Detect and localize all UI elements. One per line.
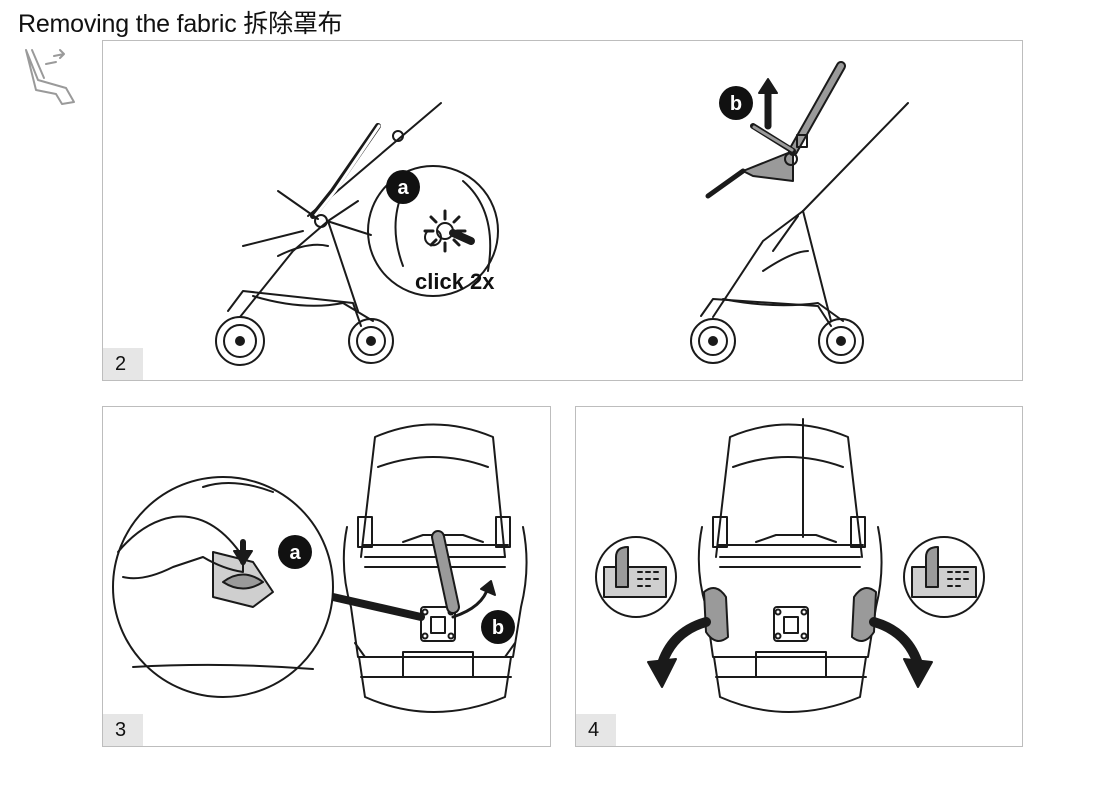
- badge-b: b: [730, 93, 742, 115]
- step-4-illustration: [595, 418, 985, 713]
- title-chinese: 拆除罩布: [243, 9, 343, 38]
- click-2x-label: click 2x: [415, 269, 495, 294]
- step-3-panel: a b 3: [102, 406, 551, 747]
- step-2-illustration: a click 2x b: [215, 61, 909, 366]
- step-number: 3: [103, 714, 143, 746]
- step-2-panel: a click 2x b 2: [102, 40, 1023, 381]
- step-number: 2: [103, 348, 143, 380]
- title-english: Removing the fabric: [18, 10, 237, 38]
- badge-a: a: [397, 177, 409, 199]
- step-3-illustration: a b: [112, 423, 528, 713]
- seat-recline-icon: [18, 42, 84, 108]
- page-title: Removing the fabric 拆除罩布: [18, 4, 343, 40]
- step-number: 4: [576, 714, 616, 746]
- step-4-panel: 4: [575, 406, 1023, 747]
- badge-b: b: [492, 617, 504, 639]
- badge-a: a: [289, 542, 301, 564]
